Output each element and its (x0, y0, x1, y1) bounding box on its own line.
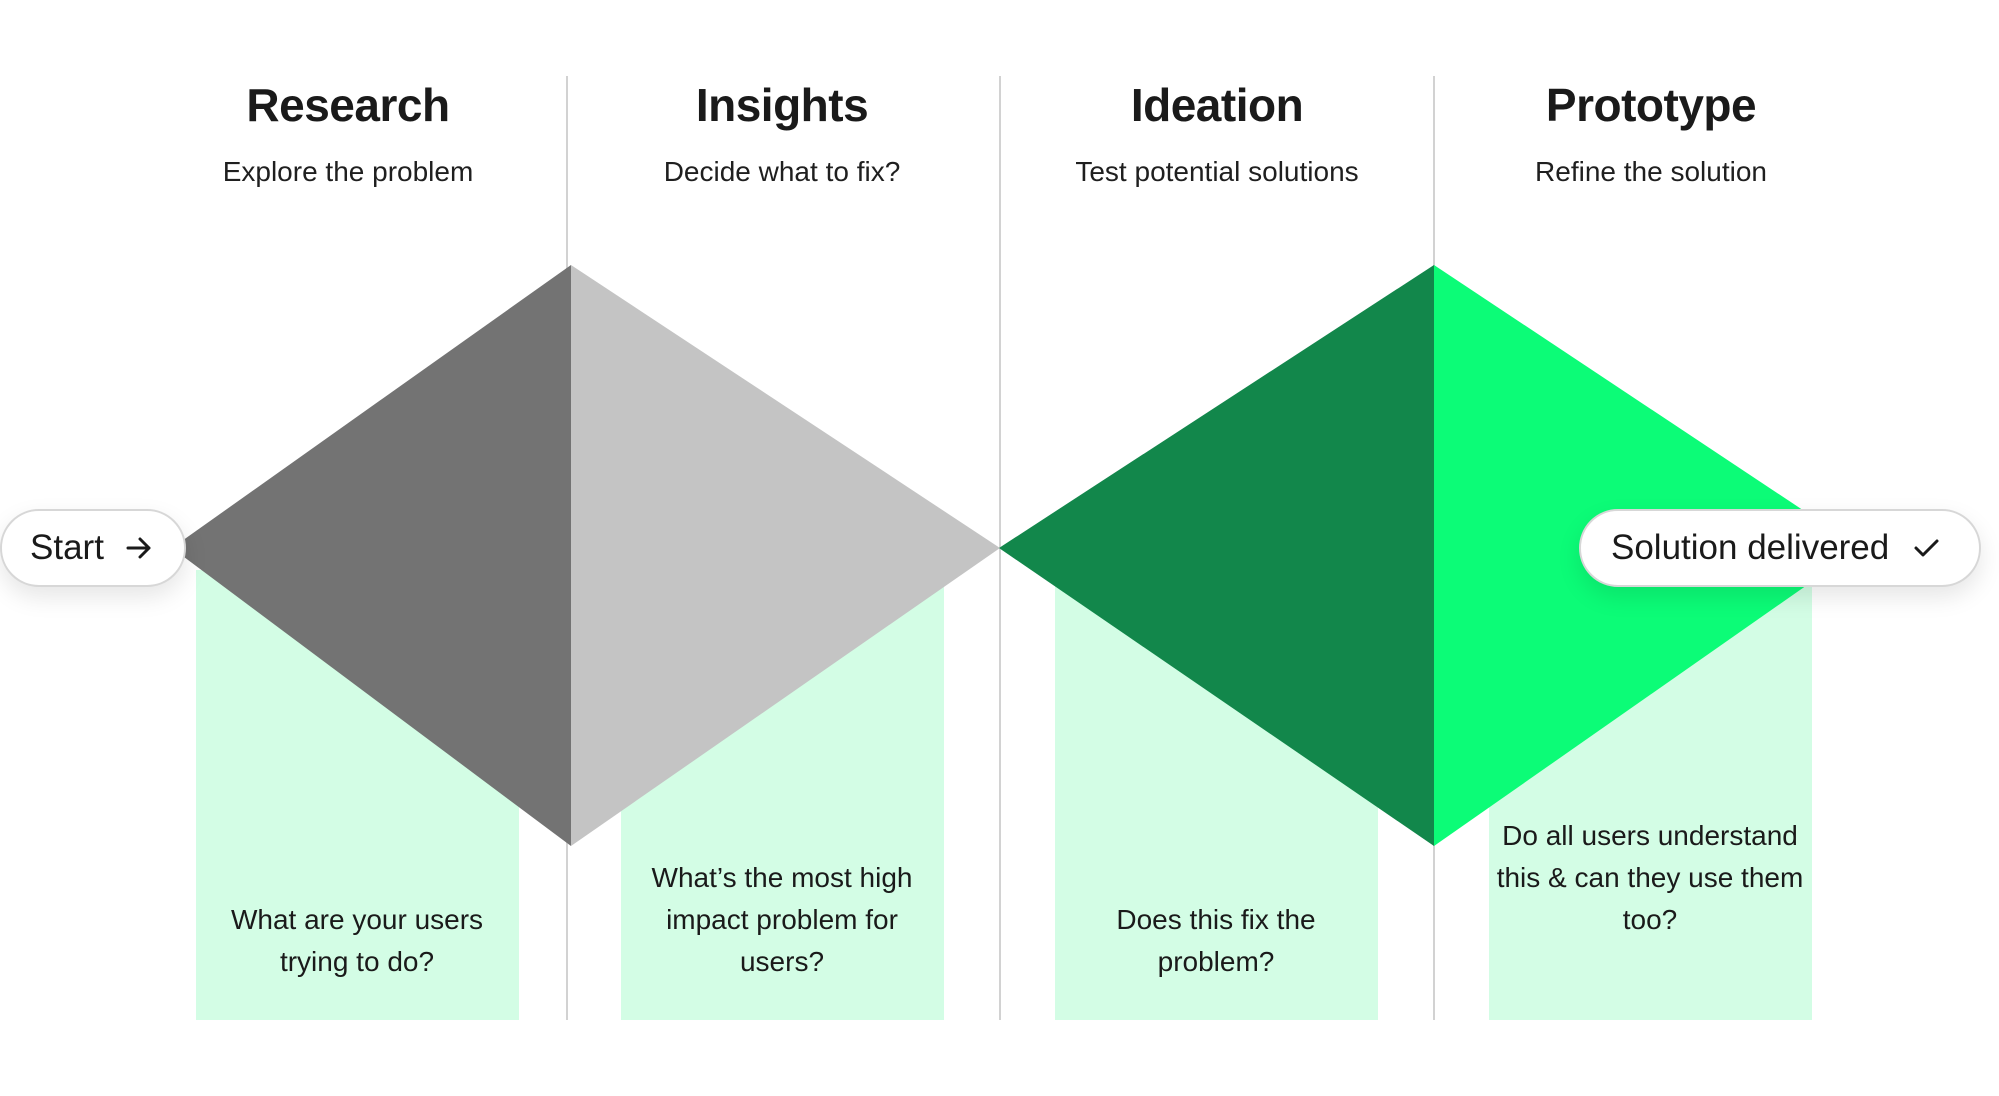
column-subtitle: Explore the problem (222, 156, 474, 187)
column-subtitle: Decide what to fix? (663, 156, 901, 187)
arrow-right-icon (124, 533, 154, 563)
column-prototype: Prototype Refine the solution (1441, 76, 1861, 190)
insights-triangle (571, 265, 1000, 846)
column-insights: Insights Decide what to fix? (572, 76, 992, 190)
ideation-triangle (999, 265, 1434, 846)
start-button[interactable]: Start (0, 509, 186, 587)
column-title: Insights (695, 79, 869, 131)
solution-delivered-button[interactable]: Solution delivered (1579, 509, 1981, 587)
question-prototype: Do all users understand this & can they … (1496, 820, 1804, 935)
question-ideation: Does this fix the problem? (1116, 904, 1316, 977)
question-insights: What’s the most high impact problem for … (651, 862, 913, 977)
column-ideation: Ideation Test potential solutions (1007, 76, 1427, 190)
column-title: Prototype (1545, 79, 1757, 131)
column-title: Research (246, 79, 450, 131)
column-subtitle: Test potential solutions (1075, 156, 1359, 187)
column-title: Ideation (1130, 79, 1304, 131)
research-triangle (172, 265, 571, 846)
solution-delivered-label: Solution delivered (1611, 528, 1890, 567)
column-subtitle: Refine the solution (1535, 156, 1767, 187)
question-research: What are your users trying to do? (230, 904, 484, 977)
checkmark-icon (1911, 533, 1941, 563)
column-research: Research Explore the problem (138, 76, 558, 190)
start-button-label: Start (30, 528, 104, 567)
